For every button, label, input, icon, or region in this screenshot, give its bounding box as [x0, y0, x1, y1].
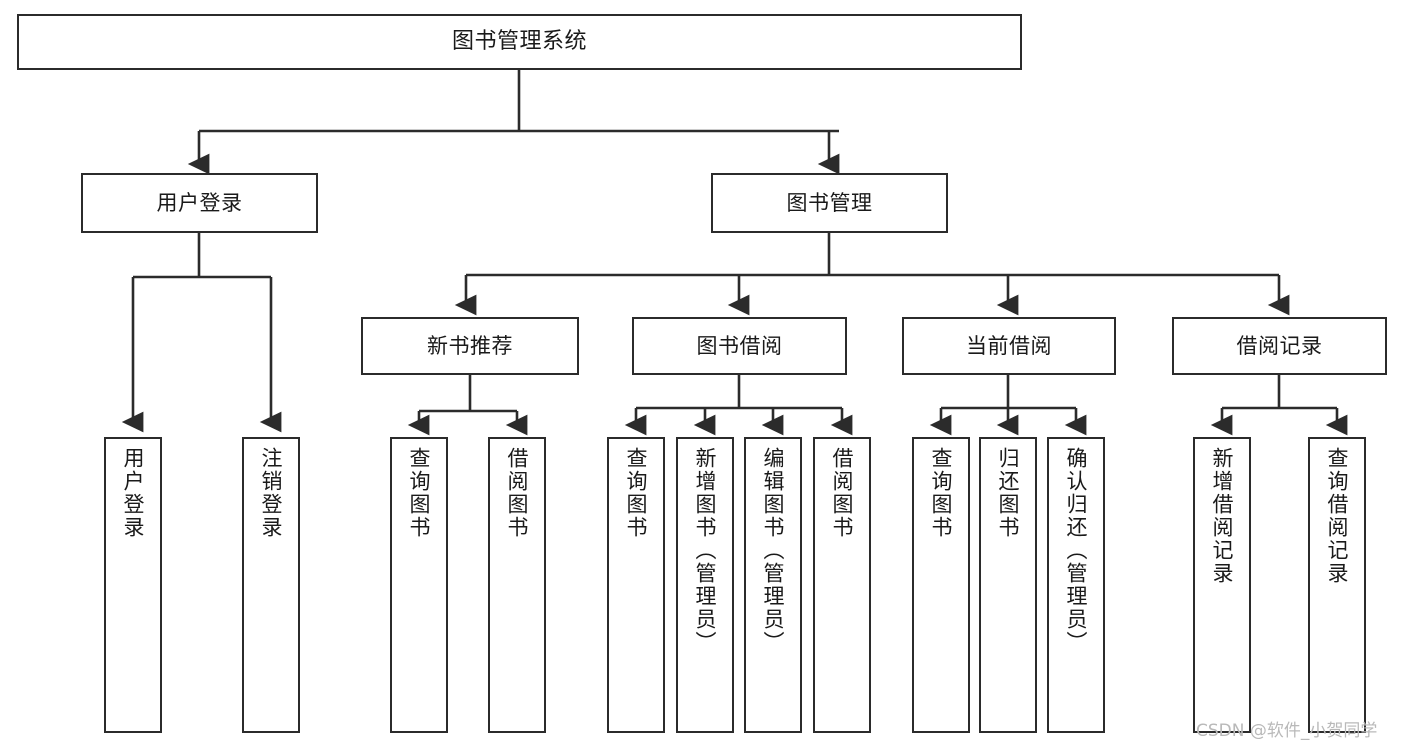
- node-current-borrow[interactable]: 当前借阅: [902, 317, 1116, 375]
- node-label: 新增图书（管理员）: [693, 447, 718, 654]
- node-label: 图书管理: [786, 190, 873, 215]
- node-label: 当前借阅: [966, 333, 1052, 358]
- node-label: 用户登录: [156, 190, 243, 215]
- leaf-edit-book-admin[interactable]: 编辑图书（管理员）: [744, 437, 802, 733]
- leaf-borrow-book-new[interactable]: 借阅图书: [488, 437, 546, 733]
- node-label: 新增借阅记录: [1210, 447, 1235, 585]
- node-book-borrow[interactable]: 图书借阅: [632, 317, 847, 375]
- node-label: 查询图书: [929, 447, 954, 539]
- leaf-add-book-admin[interactable]: 新增图书（管理员）: [676, 437, 734, 733]
- leaf-add-borrow-record[interactable]: 新增借阅记录: [1193, 437, 1251, 733]
- node-label: 归还图书: [996, 447, 1021, 539]
- node-label: 图书借阅: [696, 333, 783, 358]
- watermark-csdn: CSDN @软件_小贺同学: [1196, 721, 1378, 741]
- node-label: 查询图书: [407, 447, 432, 539]
- leaf-query-borrow-record[interactable]: 查询借阅记录: [1308, 437, 1366, 733]
- node-label: 注销登录: [259, 447, 284, 539]
- leaf-borrow-book[interactable]: 借阅图书: [813, 437, 871, 733]
- node-label: 用户登录: [121, 447, 146, 539]
- leaf-return-book[interactable]: 归还图书: [979, 437, 1037, 733]
- node-label: 查询借阅记录: [1325, 447, 1350, 585]
- node-label: 借阅图书: [505, 447, 530, 539]
- node-label: 确认归还（管理员）: [1064, 447, 1089, 654]
- node-label: 编辑图书（管理员）: [761, 447, 786, 654]
- leaf-confirm-return-admin[interactable]: 确认归还（管理员）: [1047, 437, 1105, 733]
- leaf-logout[interactable]: 注销登录: [242, 437, 300, 733]
- leaf-user-login[interactable]: 用户登录: [104, 437, 162, 733]
- node-borrow-record[interactable]: 借阅记录: [1172, 317, 1387, 375]
- node-new-book-recommend[interactable]: 新书推荐: [361, 317, 579, 375]
- leaf-query-book-new[interactable]: 查询图书: [390, 437, 448, 733]
- node-root-book-management-system[interactable]: 图书管理系统: [17, 14, 1022, 70]
- leaf-query-book-borrow[interactable]: 查询图书: [607, 437, 665, 733]
- leaf-query-book-current[interactable]: 查询图书: [912, 437, 970, 733]
- node-label: 新书推荐: [427, 333, 513, 358]
- node-label: 借阅记录: [1236, 333, 1323, 358]
- node-user-login[interactable]: 用户登录: [81, 173, 318, 233]
- node-label: 借阅图书: [830, 447, 855, 539]
- node-book-management[interactable]: 图书管理: [711, 173, 948, 233]
- node-label: 图书管理系统: [451, 29, 587, 55]
- node-label: 查询图书: [624, 447, 649, 539]
